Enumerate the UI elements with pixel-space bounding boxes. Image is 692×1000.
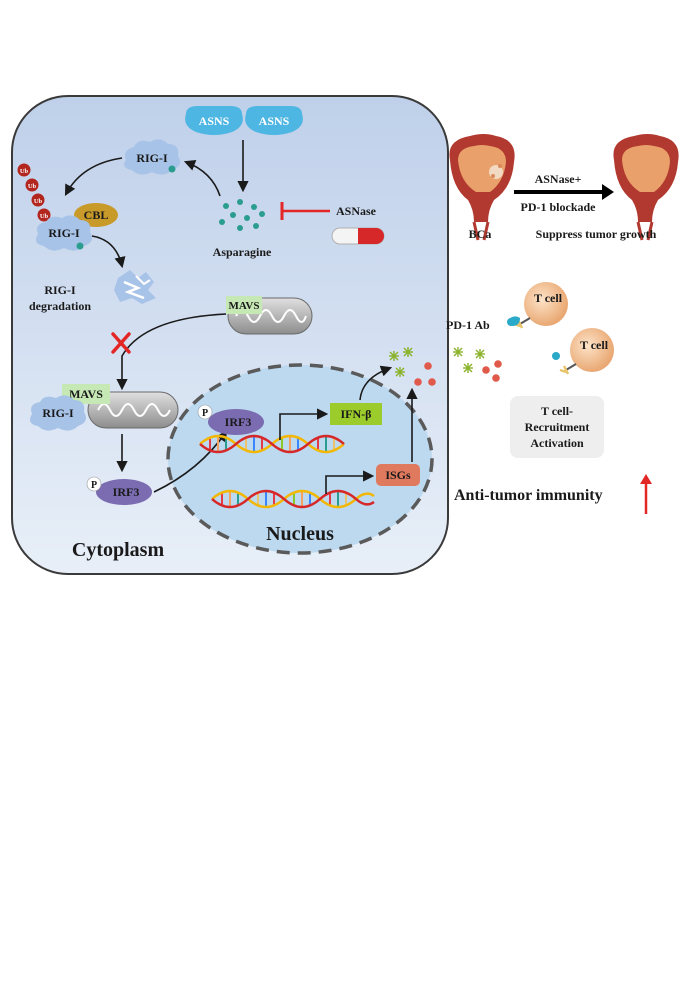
rig-i-degradation-label-2: degradation (29, 299, 91, 313)
asnase-pill-icon (331, 227, 385, 245)
t-cell-1: T cell (513, 282, 568, 329)
asns-label-1: ASNS (199, 114, 230, 128)
blocked-x-icon (111, 332, 131, 354)
irf3-nucleus: IRF3 P (197, 404, 264, 435)
recruit-line3: Activation (530, 436, 584, 450)
irf3-translocation-arrow (153, 430, 228, 493)
asparagine-label: Asparagine (213, 245, 272, 259)
p-cyto-label: P (91, 480, 97, 491)
isgs-box: ISGs (376, 464, 420, 486)
rig-i-top: RIG-I (124, 139, 180, 175)
cytokine-ifn-beta-icons (453, 347, 485, 373)
ifn-beta-box: IFN-β (330, 403, 382, 425)
t-cell-2-label: T cell (580, 338, 609, 352)
isgs-label: ISGs (385, 468, 411, 482)
ubiquitin-chain: Ub Ub Ub Ub (17, 163, 51, 222)
p-nuc-label: P (202, 408, 208, 419)
rig-i-bottom-label: RIG-I (42, 406, 74, 420)
pd1-antibody-icon (507, 316, 520, 326)
increase-arrow-icon (640, 474, 652, 514)
dna-helix-2 (211, 489, 375, 509)
asparagine-molecules (219, 199, 265, 231)
bca-label: BCa (469, 227, 492, 241)
rig-i-top-label: RIG-I (136, 151, 168, 165)
nucleus-label: Nucleus (266, 523, 334, 545)
t-cell-1-label: T cell (534, 291, 563, 305)
ub-label-1: Ub (20, 168, 29, 175)
secreted-ifn-beta-icons (389, 347, 413, 377)
isgs-transcription-arrow (325, 470, 375, 494)
rig-i-ubiquitinated: RIG-I (36, 215, 92, 251)
mavs-activation-arrow-blocked (116, 313, 227, 391)
ub-label-2: Ub (28, 183, 37, 190)
rig-i-cbl-label: RIG-I (48, 226, 80, 240)
dna-helix-1 (199, 434, 345, 454)
rigi-degradation-arrow (91, 235, 126, 269)
rigi-ubiquitination-arrow (64, 157, 123, 196)
mavs-bottom-label: MAVS (69, 387, 103, 401)
rig-i-bottom: RIG-I (30, 395, 86, 431)
t-cell-2: T cell (552, 328, 614, 375)
mavs-top-label: MAVS (229, 300, 260, 312)
ub-label-3: Ub (34, 198, 43, 205)
ub-label-4: Ub (40, 213, 49, 220)
asnase-label: ASNase (336, 204, 377, 218)
ifn-beta-secretion-arrow (359, 365, 393, 401)
cytoplasm-label: Cytoplasm (72, 539, 165, 561)
irf3-cytoplasm: IRF3 P (86, 476, 152, 505)
rig-i-degradation-label-1: RIG-I (44, 283, 76, 297)
recruitment-box (510, 396, 604, 458)
pd1-ab-label: PD-1 Ab (446, 318, 490, 332)
asns-label-2: ASNS (259, 114, 290, 128)
irf3-cyto-label: IRF3 (113, 485, 140, 499)
asparagine-to-rigi-arrow (183, 159, 221, 197)
secreted-isgs-icons (414, 362, 436, 386)
mavs-top-mitochondrion: MAVS (226, 296, 313, 335)
ifn-beta-transcription-arrow (279, 408, 329, 440)
recruit-line2: Recruitment (525, 420, 590, 434)
treatment-line2: PD-1 blockade (521, 200, 597, 214)
treatment-line1: ASNase+ (535, 172, 582, 186)
bladder-suppressed-icon (613, 134, 679, 241)
recruit-line1: T cell- (541, 404, 573, 418)
anti-tumor-immunity-label: Anti-tumor immunity (454, 487, 603, 504)
asns-protein-1: ASNS (185, 106, 243, 135)
cytokine-isgs-icons (482, 360, 502, 382)
asns-protein-2: ASNS (245, 106, 303, 135)
bladder-tumor-icon (449, 134, 515, 241)
ifn-beta-label: IFN-β (341, 407, 372, 421)
rig-i-degraded-icon (114, 270, 156, 304)
mavs-bottom-mitochondrion: MAVS (62, 384, 179, 429)
outcome-label: Suppress tumor growth (536, 227, 657, 241)
cbl-label: CBL (84, 208, 109, 222)
irf3-nuc-label: IRF3 (225, 415, 252, 429)
